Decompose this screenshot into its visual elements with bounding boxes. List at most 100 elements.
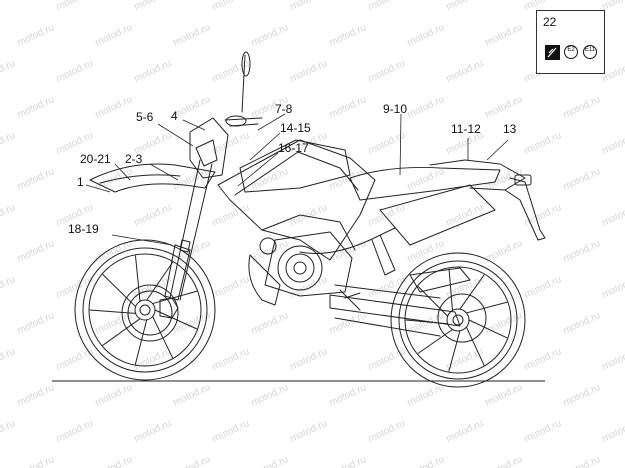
watermark-text: motod.ru [289,58,329,85]
watermark-text: motod.ru [289,346,329,373]
spoke [448,330,461,372]
watermark-text: motod.ru [133,58,173,85]
inset-symbols [545,45,597,60]
leader-lines [85,113,509,246]
rear-spokes [405,268,508,372]
e11-badge-icon [583,45,597,59]
watermark-text: motod.ru [562,238,602,265]
spoke [152,315,173,359]
e2-badge-text: E2 [567,47,575,53]
watermark-text: motod.ru [562,166,602,193]
label-11-12: 11-12 [451,122,481,136]
watermark-text: motod.ru [16,310,56,337]
watermark-text: motod.ru [94,454,134,468]
watermark-text: motod.ru [133,0,173,13]
label-16-17: 16-17 [278,141,309,155]
label-9-10: 9-10 [383,102,407,116]
watermark-text: motod.ru [250,454,290,468]
watermark-text: motod.ru [289,0,329,13]
spoke [459,274,485,310]
spoke [465,301,508,314]
watermark-text: motod.ru [523,418,563,445]
watermark-text: motod.ru [289,418,329,445]
watermark-text: motod.ru [133,418,173,445]
watermark-text: motod.ru [16,166,56,193]
watermark-text: motod.ru [601,202,625,229]
watermark-text: motod.ru [133,202,173,229]
watermark-text: motod.ru [367,346,407,373]
watermark-text: motod.ru [55,346,95,373]
watermark-text: motod.ru [211,418,251,445]
watermark-text: motod.ru [523,130,563,157]
watermark-text: motod.ru [484,382,524,409]
watermark-text: motod.ru [250,310,290,337]
watermark-text: motod.ru [55,418,95,445]
exhaust-pipe [299,227,396,254]
watermark-text: motod.ru [445,202,485,229]
radiator-cover [248,254,281,306]
label-14-15: 14-15 [280,121,311,135]
e11-badge-text: E11 [584,47,596,53]
spoke [102,274,137,308]
watermark-text: motod.ru [601,346,625,373]
label-18-19: 18-19 [68,222,99,236]
watermark-text: motod.ru [562,454,602,468]
watermark-text: motod.ru [484,94,524,121]
watermark-text: motod.ru [55,58,95,85]
watermark-text: motod.ru [523,274,563,301]
watermark-text: motod.ru [406,22,446,49]
exhaust-muffler [379,184,496,246]
watermark-text: motod.ru [211,0,251,13]
front-fork [169,159,213,301]
spoke [468,319,508,339]
watermark-text: motod.ru [406,94,446,121]
watermark-text: motod.ru [172,22,212,49]
label-20-21: 20-21 [80,152,111,166]
watermark-text: motod.ru [16,454,56,468]
frame [217,139,376,261]
label-7-8: 7-8 [275,102,293,116]
watermark-text: motod.ru [16,382,56,409]
watermark-text: motod.ru [367,274,407,301]
watermark-text: motod.ru [55,0,95,13]
watermark-text: motod.ru [445,418,485,445]
mirror-stem [241,54,246,113]
watermark-text: motod.ru [94,94,134,121]
label-13: 13 [503,122,517,136]
rear-shock [371,234,396,276]
watermark-text: motod.ru [367,202,407,229]
e2-badge-icon [564,45,578,59]
front-spokes [89,255,198,365]
watermark-text: motod.ru [211,130,251,157]
watermark-text: motod.ru [289,274,329,301]
fork-leg [164,244,191,301]
watermark-text: motod.ru [328,454,368,468]
watermark-text: motod.ru [211,202,251,229]
watermark-text: motod.ru [328,94,368,121]
watermark-text: motod.ru [601,418,625,445]
watermark-text: motod.ru [328,382,368,409]
mirror [241,51,251,77]
watermark-text: motod.ru [406,454,446,468]
watermark-text: motod.ru [484,22,524,49]
watermark-text: motod.ru [172,454,212,468]
watermark-text: motod.ru [250,22,290,49]
watermark-text: motod.ru [16,94,56,121]
spoke [465,326,485,366]
watermark-text: motod.ru [55,274,95,301]
watermark-text: motod.ru [16,22,56,49]
watermark-text: motod.ru [445,58,485,85]
watermark-text: motod.ru [601,130,625,157]
label-2-3: 2-3 [125,152,143,166]
watermark-text: motod.ru [0,202,17,229]
watermark-text: motod.ru [94,22,134,49]
spoke [448,268,453,311]
inset-box-22: 22 E2 E11 [536,10,605,74]
spoke [102,318,141,346]
motorcycle-outline [74,51,546,388]
watermark-text: motod.ru [94,382,134,409]
watermark-text: motod.ru [406,166,446,193]
watermark-text: motod.ru [367,418,407,445]
watermark-text: motod.ru [289,202,329,229]
